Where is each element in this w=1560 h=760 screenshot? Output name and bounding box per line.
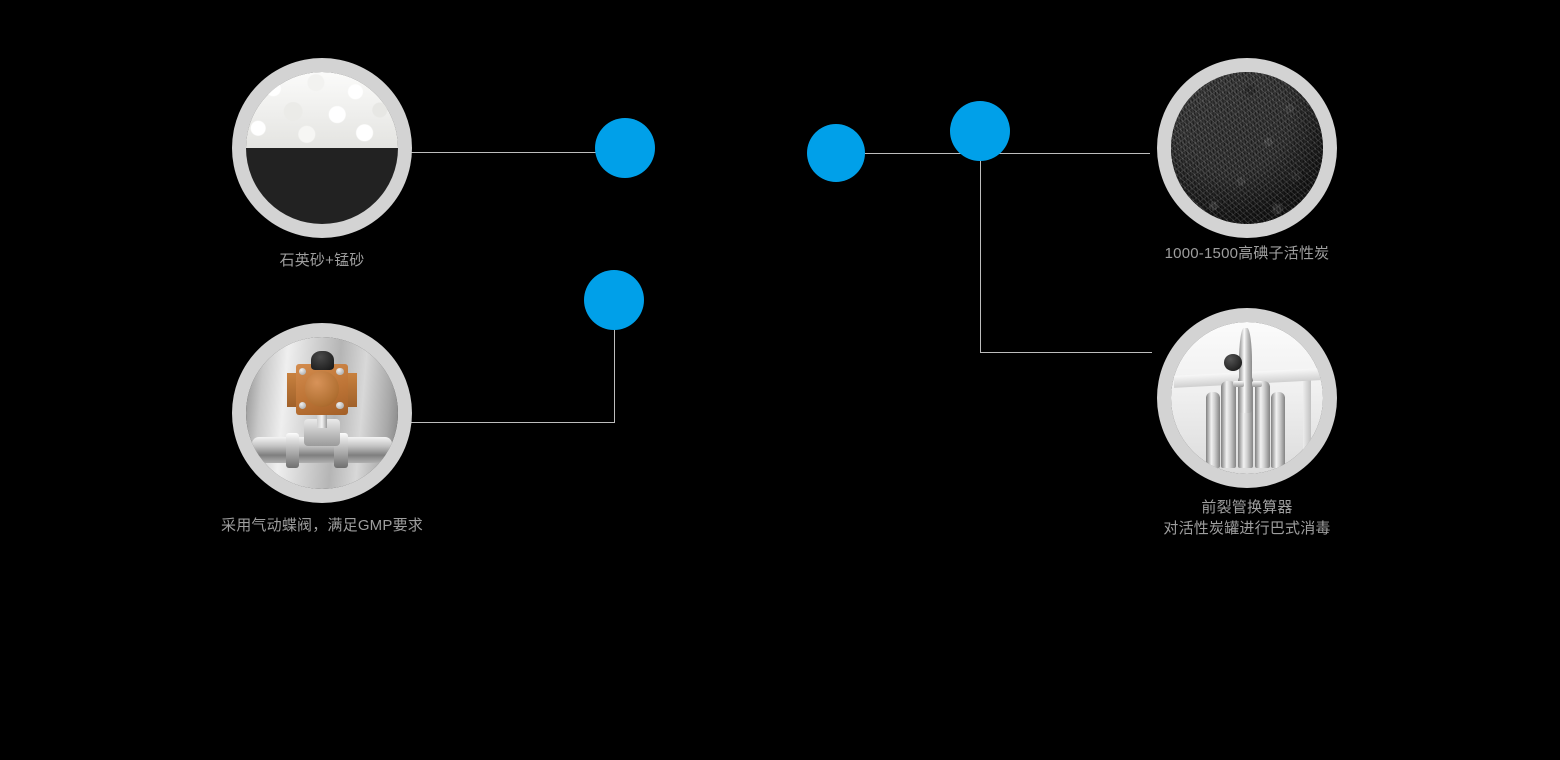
- caption-line: 前裂管换算器: [1201, 499, 1293, 516]
- valve-pneumatic-actuator: [296, 364, 348, 415]
- marker-dot-valve[interactable]: [584, 270, 644, 330]
- tube-heat-exchanger-photo: [1171, 322, 1323, 474]
- caption-quartz-manganese-sand: 石英砂+锰砂: [232, 250, 412, 271]
- caption-pneumatic-butterfly-valve: 采用气动蝶阀，满足GMP要求: [182, 515, 462, 536]
- valve-bolt: [336, 402, 344, 410]
- caption-line: 采用气动蝶阀，满足GMP要求: [221, 517, 423, 534]
- marker-dot-carbon[interactable]: [950, 101, 1010, 161]
- connector-left-to-hub: [836, 153, 982, 154]
- caption-line: 对活性炭罐进行巴式消毒: [1163, 520, 1331, 537]
- heat-exchanger-mast: [1239, 328, 1252, 414]
- heat-exchanger-nut: [1233, 381, 1244, 388]
- valve-bolt: [299, 368, 307, 376]
- valve-flange-left: [285, 432, 300, 468]
- quartz-sand-and-manganese-sand-photo: [246, 72, 398, 224]
- caption-line: 1000-1500高碘子活性炭: [1164, 245, 1330, 262]
- node-tube-heat-exchanger[interactable]: [1157, 308, 1337, 488]
- heat-exchanger-tube: [1254, 381, 1270, 468]
- quartz-sand-layer: [246, 72, 398, 148]
- node-pneumatic-butterfly-valve[interactable]: [232, 323, 412, 503]
- node-activated-carbon[interactable]: [1157, 58, 1337, 238]
- manganese-sand-layer: [246, 148, 398, 224]
- valve-wing-right: [346, 373, 357, 407]
- connector-hub-vertical: [980, 131, 981, 353]
- pneumatic-butterfly-valve-photo: [246, 337, 398, 489]
- caption-activated-carbon: 1000-1500高碘子活性炭: [1117, 243, 1377, 264]
- high-iodine-activated-carbon-photo: [1171, 72, 1323, 224]
- connector-valve-horizontal: [410, 422, 615, 423]
- caption-tube-heat-exchanger: 前裂管换算器 对活性炭罐进行巴式消毒: [1097, 497, 1397, 539]
- heat-exchanger-knob: [1224, 353, 1243, 371]
- connector-valve-vertical: [614, 300, 615, 423]
- valve-bolt: [336, 368, 344, 376]
- valve-wing-left: [287, 373, 298, 407]
- connector-hub-to-carbon: [980, 153, 1150, 154]
- caption-line: 石英砂+锰砂: [279, 252, 365, 269]
- valve-bolt: [299, 402, 307, 410]
- heat-exchanger-nut: [1251, 381, 1263, 388]
- connector-sand-to-marker: [410, 152, 626, 153]
- heat-exchanger-tube: [1205, 391, 1220, 468]
- heat-exchanger-tube: [1271, 391, 1285, 468]
- marker-dot-sand[interactable]: [595, 118, 655, 178]
- marker-dot-left[interactable]: [807, 124, 865, 182]
- heat-exchanger-frame: [1303, 369, 1311, 458]
- valve-cap: [311, 350, 335, 371]
- node-quartz-manganese-sand[interactable]: [232, 58, 412, 238]
- connector-hub-to-exchanger: [980, 352, 1152, 353]
- valve-stem: [317, 403, 327, 429]
- heat-exchanger-tube: [1221, 381, 1237, 468]
- activated-carbon-granules: [1171, 72, 1323, 224]
